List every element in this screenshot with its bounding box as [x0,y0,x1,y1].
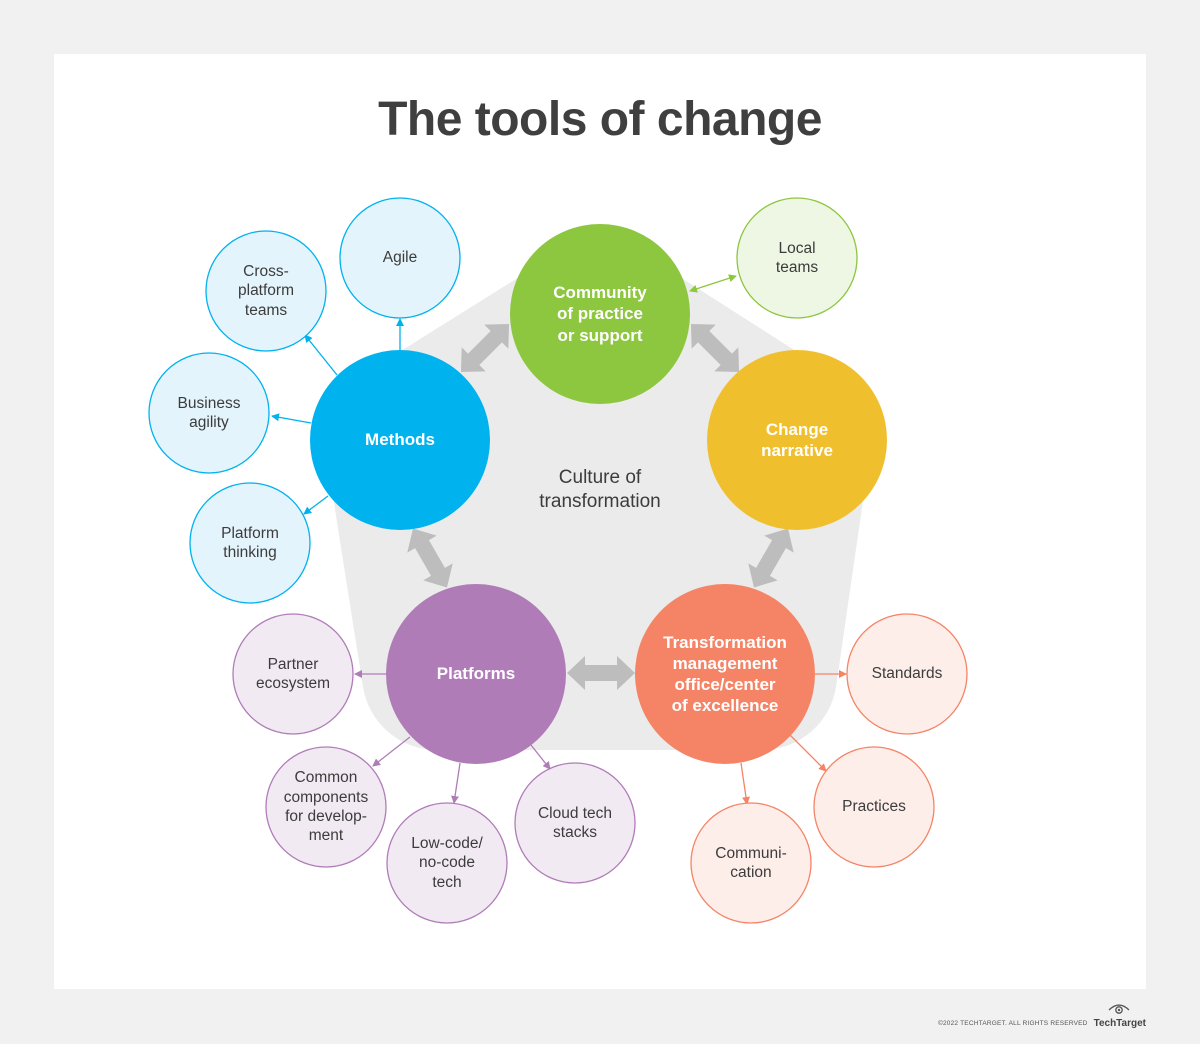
common-components-label: Common components for develop- ment [283,769,369,845]
page-title: The tools of change [378,93,822,146]
brand-name: TechTarget [1093,1018,1146,1029]
copyright-text: ©2022 TECHTARGET. ALL RIGHTS RESERVED [938,1020,1088,1027]
change-narrative-node [707,350,887,530]
cloud-tech-label: Cloud tech stacks [537,804,613,841]
practices-node [813,746,935,868]
arrow-platforms-tmo [567,656,635,690]
business-agility-label: Business agility [177,394,241,431]
connector-methods-business-agility [271,413,312,424]
partner-ecosystem-label: Partner ecosystem [255,655,331,692]
practices-label: Practices [842,798,906,816]
arrow-community-narrative [690,323,740,373]
tmo-label: Transformation management office/center … [663,632,787,716]
cross-platform-teams-node [205,230,327,352]
platform-thinking-node [189,482,311,604]
connector-methods-platform-thinking [303,495,329,515]
eye-icon [1108,1004,1130,1014]
brand-logo: TechTarget [1094,1004,1146,1029]
community-node [510,224,690,404]
communication-label: Communi- cation [715,844,787,881]
local-teams-node [736,197,858,319]
footer: ©2022 TECHTARGET. ALL RIGHTS RESERVED Te… [938,1004,1146,1029]
arrow-methods-community [460,323,510,373]
communication-node [690,802,812,924]
standards-node [846,613,968,735]
connector-platforms-lowcode [451,762,461,804]
change-narrative-label: Change narrative [761,419,833,460]
agile-label: Agile [382,249,418,267]
arrow-narrative-tmo [748,528,794,588]
connector-tmo-communication [740,762,750,805]
platform-thinking-label: Platform thinking [221,524,279,561]
standards-label: Standards [871,665,943,683]
connector-tmo-practices [789,734,827,772]
cloud-tech-node [514,762,636,884]
connector-platforms-cloud [530,744,551,770]
arrow-methods-platforms [407,528,453,588]
connector-methods-cross-platform [304,334,338,376]
platforms-node [386,584,566,764]
community-label: Community of practice or support [553,283,647,345]
cross-platform-teams-label: Cross- platform teams [238,262,294,319]
connector-community-local [689,274,737,293]
lowcode-label: Low-code/ no-code tech [411,834,483,891]
center-label: Culture of transformation [539,467,661,512]
business-agility-node [148,352,270,474]
methods-label: Methods [365,430,435,450]
partner-ecosystem-node [232,613,354,735]
agile-node [339,197,461,319]
lowcode-node [386,802,508,924]
platforms-label: Platforms [436,664,516,684]
methods-node [310,350,490,530]
local-teams-label: Local teams [775,239,819,276]
connector-platforms-common [372,736,411,767]
common-components-node [265,746,387,868]
connector-arrows [407,323,794,690]
tmo-node [635,584,815,764]
